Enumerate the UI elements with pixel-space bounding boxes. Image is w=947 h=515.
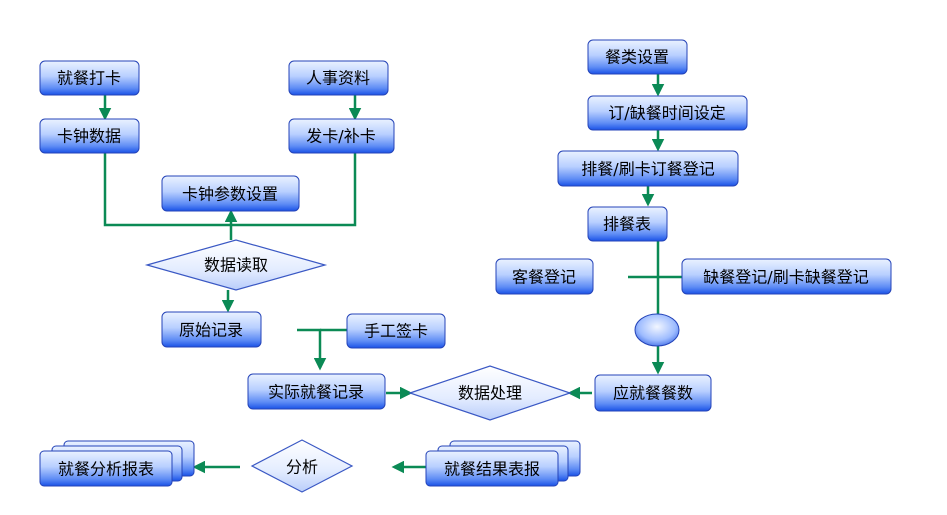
stack-right-1 [425,450,559,487]
box-yuanshi-jilu [161,311,262,348]
box-ding-que-can [587,95,748,131]
merge-ellipse [634,313,680,347]
label-jiucan-daka: 就餐打卡 [57,69,121,88]
diamond-fenxi [250,439,354,493]
box-paican-shuaka [557,150,739,187]
label-shuju-duqu: 数据读取 [204,256,268,275]
label-faka-buka: 发卡/补卡 [306,127,375,146]
box-shougong-qianka [346,313,446,349]
label-quecan-dengji: 缺餐登记/刷卡缺餐登记 [703,268,868,287]
boxes [39,39,892,412]
box-jiucan-daka [39,60,140,96]
connectors [98,73,682,474]
box-renshi-ziliao [288,60,389,96]
report-stack-right [425,440,581,487]
label-paican-biao: 排餐表 [603,215,651,234]
label-paican-shuaka: 排餐/刷卡订餐登记 [581,160,714,179]
box-kecan-dengji [495,258,594,295]
label-shougong-qianka: 手工签卡 [364,322,428,341]
label-kazhong-canshu: 卡钟参数设置 [182,185,278,204]
label-kazhong-shuju: 卡钟数据 [57,127,121,146]
label-shuju-chuli: 数据处理 [458,384,522,403]
diamond-shuju-chuli [408,365,572,421]
stack-left-1 [39,450,173,487]
box-ying-jiucan [594,374,712,412]
label-yuanshi-jilu: 原始记录 [179,321,243,340]
label-fenxi: 分析 [286,458,318,477]
label-ying-jiucan: 应就餐餐数 [613,384,693,403]
report-stack-left [39,440,195,487]
label-ding-que-can: 订/缺餐时间设定 [608,104,725,123]
label-kecan-dengji: 客餐登记 [512,268,576,287]
label-jiucan-jieguo: 就餐结果表报 [444,460,540,479]
labels: 就餐打卡 卡钟数据 人事资料 发卡/补卡 卡钟参数设置 数据读取 原始记录 手工… [57,48,869,479]
diamonds [144,239,572,493]
label-shiji-jiucan: 实际就餐记录 [268,383,364,402]
arrow-to-shiji [297,328,327,371]
label-renshi-ziliao: 人事资料 [306,69,370,88]
box-canlei-shezhi [587,39,688,75]
label-canlei-shezhi: 餐类设置 [605,48,669,67]
box-faka-buka [288,118,395,154]
diamond-shuju-duqu [144,239,328,291]
box-kazhong-shuju [39,118,140,154]
label-jiucan-fenxi: 就餐分析报表 [58,460,154,479]
box-quecan-dengji [681,258,892,295]
box-paican-biao [587,206,668,242]
box-kazhong-canshu [161,175,300,212]
box-shiji-jiucan [247,373,386,410]
